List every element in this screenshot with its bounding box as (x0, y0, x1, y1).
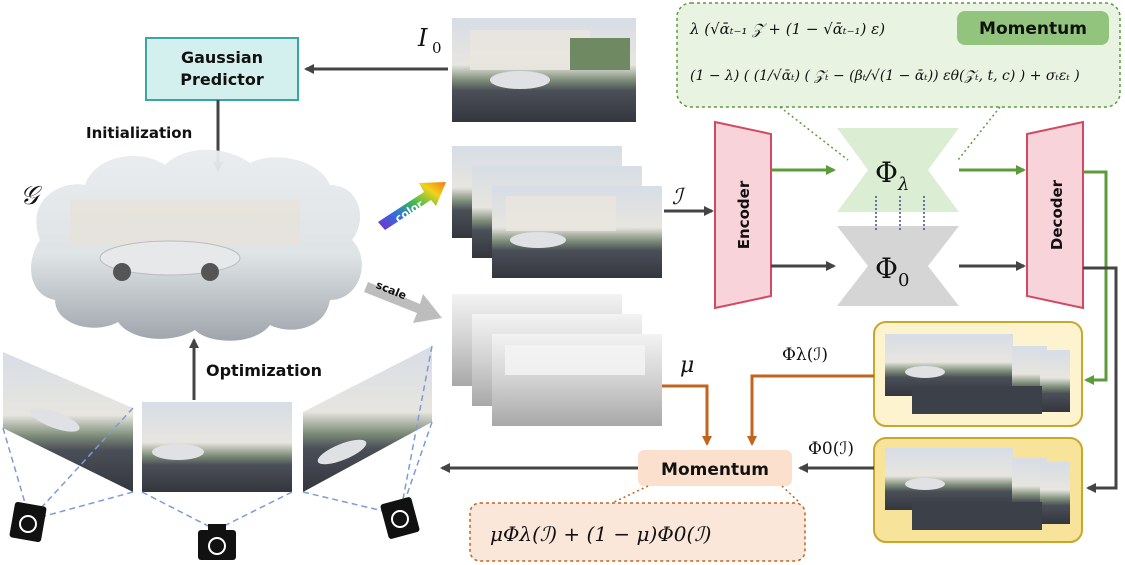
arrow-phi-lambda-output-to-momentum (747, 374, 874, 446)
momentum-node-label: Momentum (661, 460, 769, 480)
optimization-label: Optimization (206, 361, 322, 380)
momentum-badge-label: Momentum (979, 19, 1087, 39)
formula-bottom-connector-left (611, 485, 649, 504)
gaussian-symbol: 𝒢 (20, 181, 43, 211)
predictor-label-line1: Gaussian (181, 48, 263, 67)
color-arrow: color (378, 182, 446, 230)
depth-map-stack (452, 294, 662, 426)
input-image-symbol: I (417, 24, 428, 52)
gaussian-cloud (31, 149, 362, 341)
camera-icon-left (9, 501, 47, 543)
scale-arrow: scale (364, 278, 442, 323)
phi-lambda-output-label: Φλ(ℐ) (782, 345, 828, 365)
camera-view-left (2, 352, 134, 521)
phi-lambda-subscript: λ (897, 174, 909, 195)
formula-bottom-connector-right (781, 485, 801, 504)
camera-icon-center (198, 524, 236, 560)
camera-view-right (302, 345, 433, 516)
arrow-decoder-to-phi-zero-output (1083, 266, 1118, 493)
formula-connector-right (957, 106, 1001, 161)
predictor-label-line2: Predictor (180, 70, 264, 89)
phi-zero-output-label: Φ0(ℐ) (808, 439, 854, 459)
arrow-depth-to-momentum (662, 384, 712, 446)
decoder-block: Decoder (1026, 120, 1084, 310)
phi-zero-subscript: 0 (898, 270, 909, 291)
encoder-block: Encoder (714, 120, 772, 310)
phi-lambda-block: Φ λ (837, 128, 959, 212)
camera-view-center (141, 402, 293, 531)
rendered-symbol: ℐ (672, 185, 686, 210)
phi-zero-block: Φ 0 (837, 226, 959, 306)
encoder-label: Encoder (735, 180, 753, 249)
arrow-decoder-to-phi-lambda-output (1083, 170, 1108, 385)
formula-top-line2: (1 − λ) ( (1/√ᾱₜ) ( 𝒵ₜ − (βₜ/√(1 − ᾱₜ)) … (690, 68, 1080, 84)
output-box-phi-lambda (873, 321, 1083, 427)
formula-top-line1: λ (√ᾱₜ₋₁ 𝒵 + (1 − √ᾱₜ₋₁) ε) (689, 20, 885, 38)
gaussian-predictor-box: Gaussian Predictor (145, 37, 299, 101)
momentum-formula-bottom: μΦλ(ℐ) + (1 − μ)Φ0(ℐ) (469, 502, 806, 562)
camera-icon-right (380, 497, 420, 539)
initialization-label: Initialization (86, 124, 192, 142)
input-image-subscript: 0 (432, 39, 442, 57)
output-box-phi-zero (873, 437, 1083, 543)
momentum-node: Momentum (638, 450, 792, 486)
phi-lambda-symbol: Φ (875, 156, 898, 189)
formula-connector-left (779, 106, 849, 161)
formula-bottom-text: μΦλ(ℐ) + (1 − μ)Φ0(ℐ) (490, 522, 711, 546)
rendered-image-stack (452, 146, 662, 278)
input-image (452, 18, 636, 122)
mu-symbol: μ (680, 353, 694, 378)
phi-zero-symbol: Φ (875, 252, 898, 285)
momentum-formula-top: λ (√ᾱₜ₋₁ 𝒵 + (1 − √ᾱₜ₋₁) ε) (1 − λ) ( (1… (676, 2, 1121, 108)
decoder-label: Decoder (1048, 179, 1066, 250)
